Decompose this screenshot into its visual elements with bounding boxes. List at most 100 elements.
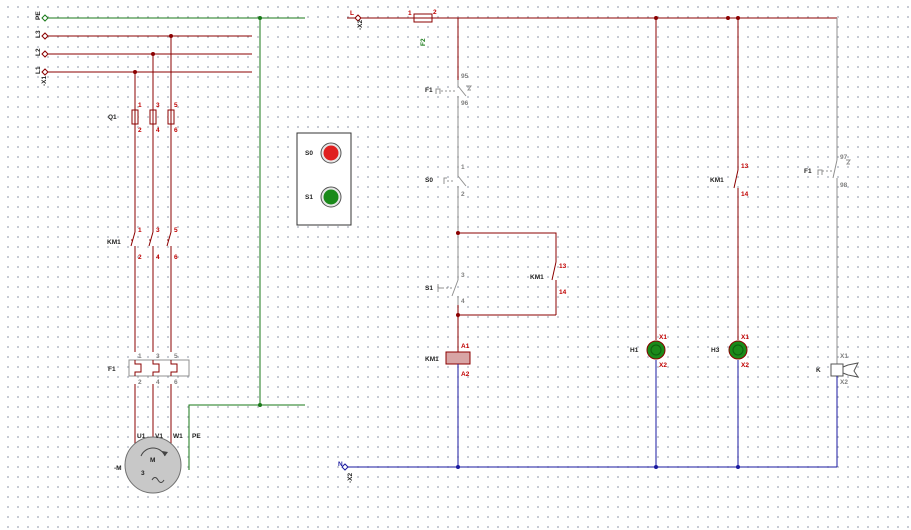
lamp-h3[interactable] xyxy=(728,340,748,360)
km1-hold-contact[interactable] xyxy=(551,261,557,315)
f1-pin: 1 xyxy=(138,353,142,360)
h1-label: H1 xyxy=(630,347,639,354)
rail-label-l2: L2 xyxy=(35,48,42,56)
f1-no-pin: 97 xyxy=(840,154,848,161)
rail-label-l3: L3 xyxy=(35,30,42,38)
motor-terminal: V1 xyxy=(155,433,163,440)
stop-button-s0[interactable] xyxy=(323,145,339,161)
f2-label: F2 xyxy=(420,38,427,46)
f1-nc-pin: 95 xyxy=(461,73,469,80)
km1-signal-pin: 13 xyxy=(741,163,749,170)
f1-no-pin: 98 xyxy=(840,182,848,189)
f2-pin: 1 xyxy=(408,10,412,17)
km1-pin: 5 xyxy=(174,227,178,234)
x2-top-label: -X2 xyxy=(357,20,364,31)
motor-terminal: PE xyxy=(192,433,201,440)
start-button-s1[interactable] xyxy=(323,189,339,205)
start-contact-s1[interactable] xyxy=(437,270,459,305)
h3-label: H3 xyxy=(711,347,720,354)
km1-signal-contact[interactable] xyxy=(733,169,739,340)
terminal-pe[interactable] xyxy=(41,14,49,22)
terminal-l1[interactable] xyxy=(41,68,49,76)
rail-label-l1: L1 xyxy=(35,66,42,74)
motor-terminal: U1 xyxy=(137,433,146,440)
f1-no-contact[interactable] xyxy=(817,159,851,365)
junction-dot xyxy=(456,231,460,235)
q1-pin: 3 xyxy=(156,102,160,109)
junction-dot xyxy=(258,16,262,20)
contactor-km1-main[interactable] xyxy=(129,231,172,248)
f1-pin: 4 xyxy=(156,379,160,386)
n-label: N xyxy=(338,461,343,468)
q1-pin: 5 xyxy=(174,102,178,109)
fuse-q1[interactable] xyxy=(131,109,175,125)
km1-pin: 2 xyxy=(138,254,142,261)
km1-pin: 4 xyxy=(156,254,160,261)
f1-pin: 3 xyxy=(156,353,160,360)
q1-label: Q1 xyxy=(108,114,117,121)
km1-coil[interactable] xyxy=(445,351,471,365)
s1-pin: 4 xyxy=(461,298,465,305)
s0-pin: 2 xyxy=(461,191,465,198)
km1-coil-label: KM1 xyxy=(425,356,439,363)
x2-bottom-label: -X2 xyxy=(347,473,354,484)
km1-coil-pin: A2 xyxy=(461,371,470,378)
l-label: L xyxy=(350,10,354,17)
motor-label: -M xyxy=(114,465,122,472)
junction-dot xyxy=(258,403,262,407)
k-pin: X1 xyxy=(840,353,848,360)
power-circuit: PE L3 L2 L1 -X1 xyxy=(35,11,305,494)
panel-s1-label: S1 xyxy=(305,194,313,201)
motor-letter: M xyxy=(150,457,155,464)
km1-pin: 1 xyxy=(138,227,142,234)
s1-label: S1 xyxy=(425,285,433,292)
f1-pin: 5 xyxy=(174,353,178,360)
junction-dot xyxy=(736,16,740,20)
km1-coil-pin: A1 xyxy=(461,343,470,350)
q1-pin: 1 xyxy=(138,102,142,109)
overload-relay-f1[interactable] xyxy=(128,359,190,377)
s0-label: S0 xyxy=(425,177,433,184)
terminal-n[interactable] xyxy=(341,463,349,471)
horn-k[interactable] xyxy=(830,362,860,378)
f1-no-label: F1 xyxy=(804,168,812,175)
h3-pin: X2 xyxy=(741,362,749,369)
q1-pin: 4 xyxy=(156,127,160,134)
f1-nc-pin: 96 xyxy=(461,100,469,107)
junction-dot xyxy=(654,16,658,20)
f1-overload-label: F1 xyxy=(108,366,116,373)
control-circuit: -X2 L 1 2 F2 N -X2 F1 95 96 xyxy=(338,9,860,484)
h3-pin: X1 xyxy=(741,334,749,341)
terminal-strip-x1-label: -X1 xyxy=(41,76,48,87)
operator-panel: S0 S1 xyxy=(296,132,352,226)
motor-m[interactable] xyxy=(124,436,182,494)
junction-dot xyxy=(726,16,730,20)
k-pin: X2 xyxy=(840,379,848,386)
km1-signal-label: KM1 xyxy=(710,177,724,184)
km1-hold-pin: 13 xyxy=(559,263,567,270)
lamp-h3-inner xyxy=(732,344,744,356)
rail-label-pe: PE xyxy=(35,11,42,20)
km1-hold-pin: 14 xyxy=(559,289,567,296)
k-label: K xyxy=(816,367,821,374)
km1-signal-pin: 14 xyxy=(741,191,749,198)
f1-pin: 2 xyxy=(138,379,142,386)
terminal-l3[interactable] xyxy=(41,32,49,40)
h1-pin: X2 xyxy=(659,362,667,369)
motor-phase: 3 xyxy=(141,470,145,477)
stop-contact-s0[interactable] xyxy=(443,170,467,195)
lamp-h1-inner xyxy=(650,344,662,356)
km1-pin: 6 xyxy=(174,254,178,261)
junction-dot xyxy=(456,313,460,317)
motor-terminal: W1 xyxy=(173,433,183,440)
lamp-h1[interactable] xyxy=(646,340,666,360)
km1-pin: 3 xyxy=(156,227,160,234)
q1-pin: 6 xyxy=(174,127,178,134)
f1-pin: 6 xyxy=(174,379,178,386)
terminal-l2[interactable] xyxy=(41,50,49,58)
f2-pin: 2 xyxy=(433,9,437,16)
f1-nc-contact[interactable] xyxy=(435,80,472,105)
phase-conductors xyxy=(134,36,172,445)
